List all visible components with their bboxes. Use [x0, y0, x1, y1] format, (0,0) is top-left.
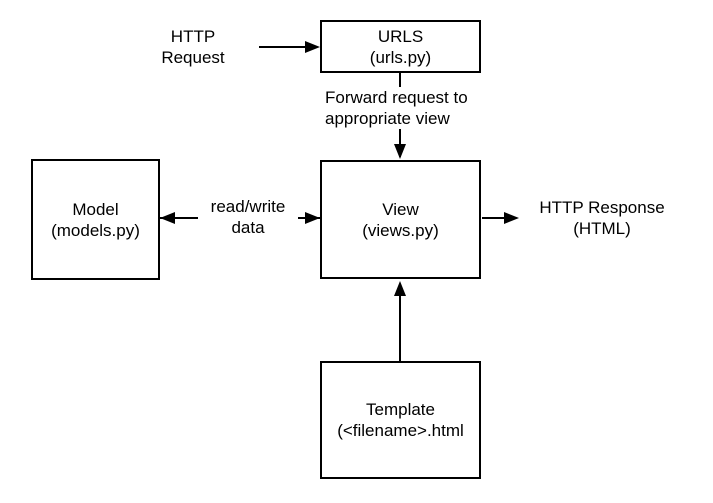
request-to-urls-arrowhead	[305, 41, 320, 53]
template-to-view-arrowhead	[394, 281, 406, 296]
urls-node-filename: (urls.py)	[369, 47, 432, 67]
urls-node: URLS (urls.py)	[320, 20, 481, 73]
http-response-label: HTTP Response (HTML)	[521, 197, 683, 239]
model-view-arrowhead-left	[160, 212, 175, 224]
template-to-view-arrow-line	[399, 294, 401, 361]
http-request-label: HTTP Request	[143, 26, 243, 68]
read-write-data-label-line1: read/write	[210, 197, 286, 216]
request-to-urls-arrow-line	[259, 46, 307, 48]
view-to-response-arrowhead	[504, 212, 519, 224]
forward-request-label: Forward request to appropriate view	[322, 87, 471, 129]
urls-to-view-arrowhead	[394, 144, 406, 159]
template-node-filename: (<filename>.html	[337, 421, 464, 440]
http-response-label-line2: (HTML)	[573, 219, 631, 238]
model-node-filename: (models.py)	[51, 220, 140, 240]
http-request-label-line1: HTTP	[170, 27, 216, 46]
urls-node-title: URLS	[377, 26, 424, 46]
template-node-title: Template	[366, 400, 435, 419]
view-node: View (views.py)	[320, 160, 481, 279]
http-request-label-line2: Request	[161, 48, 225, 67]
model-node-title: Model	[72, 199, 119, 219]
forward-request-label-line2: appropriate view	[325, 109, 450, 128]
http-response-label-line1: HTTP Response	[539, 198, 665, 217]
forward-request-label-line1: Forward request to	[325, 88, 468, 107]
view-node-filename: (views.py)	[362, 220, 439, 240]
template-node: Template (<filename>.html	[320, 361, 481, 479]
view-to-response-arrow-line	[482, 217, 505, 219]
model-view-arrowhead-right	[305, 212, 320, 224]
view-node-title: View	[382, 199, 419, 219]
read-write-data-label-line2: data	[231, 218, 265, 237]
model-node: Model (models.py)	[31, 159, 160, 280]
read-write-data-label: read/write data	[198, 196, 298, 238]
